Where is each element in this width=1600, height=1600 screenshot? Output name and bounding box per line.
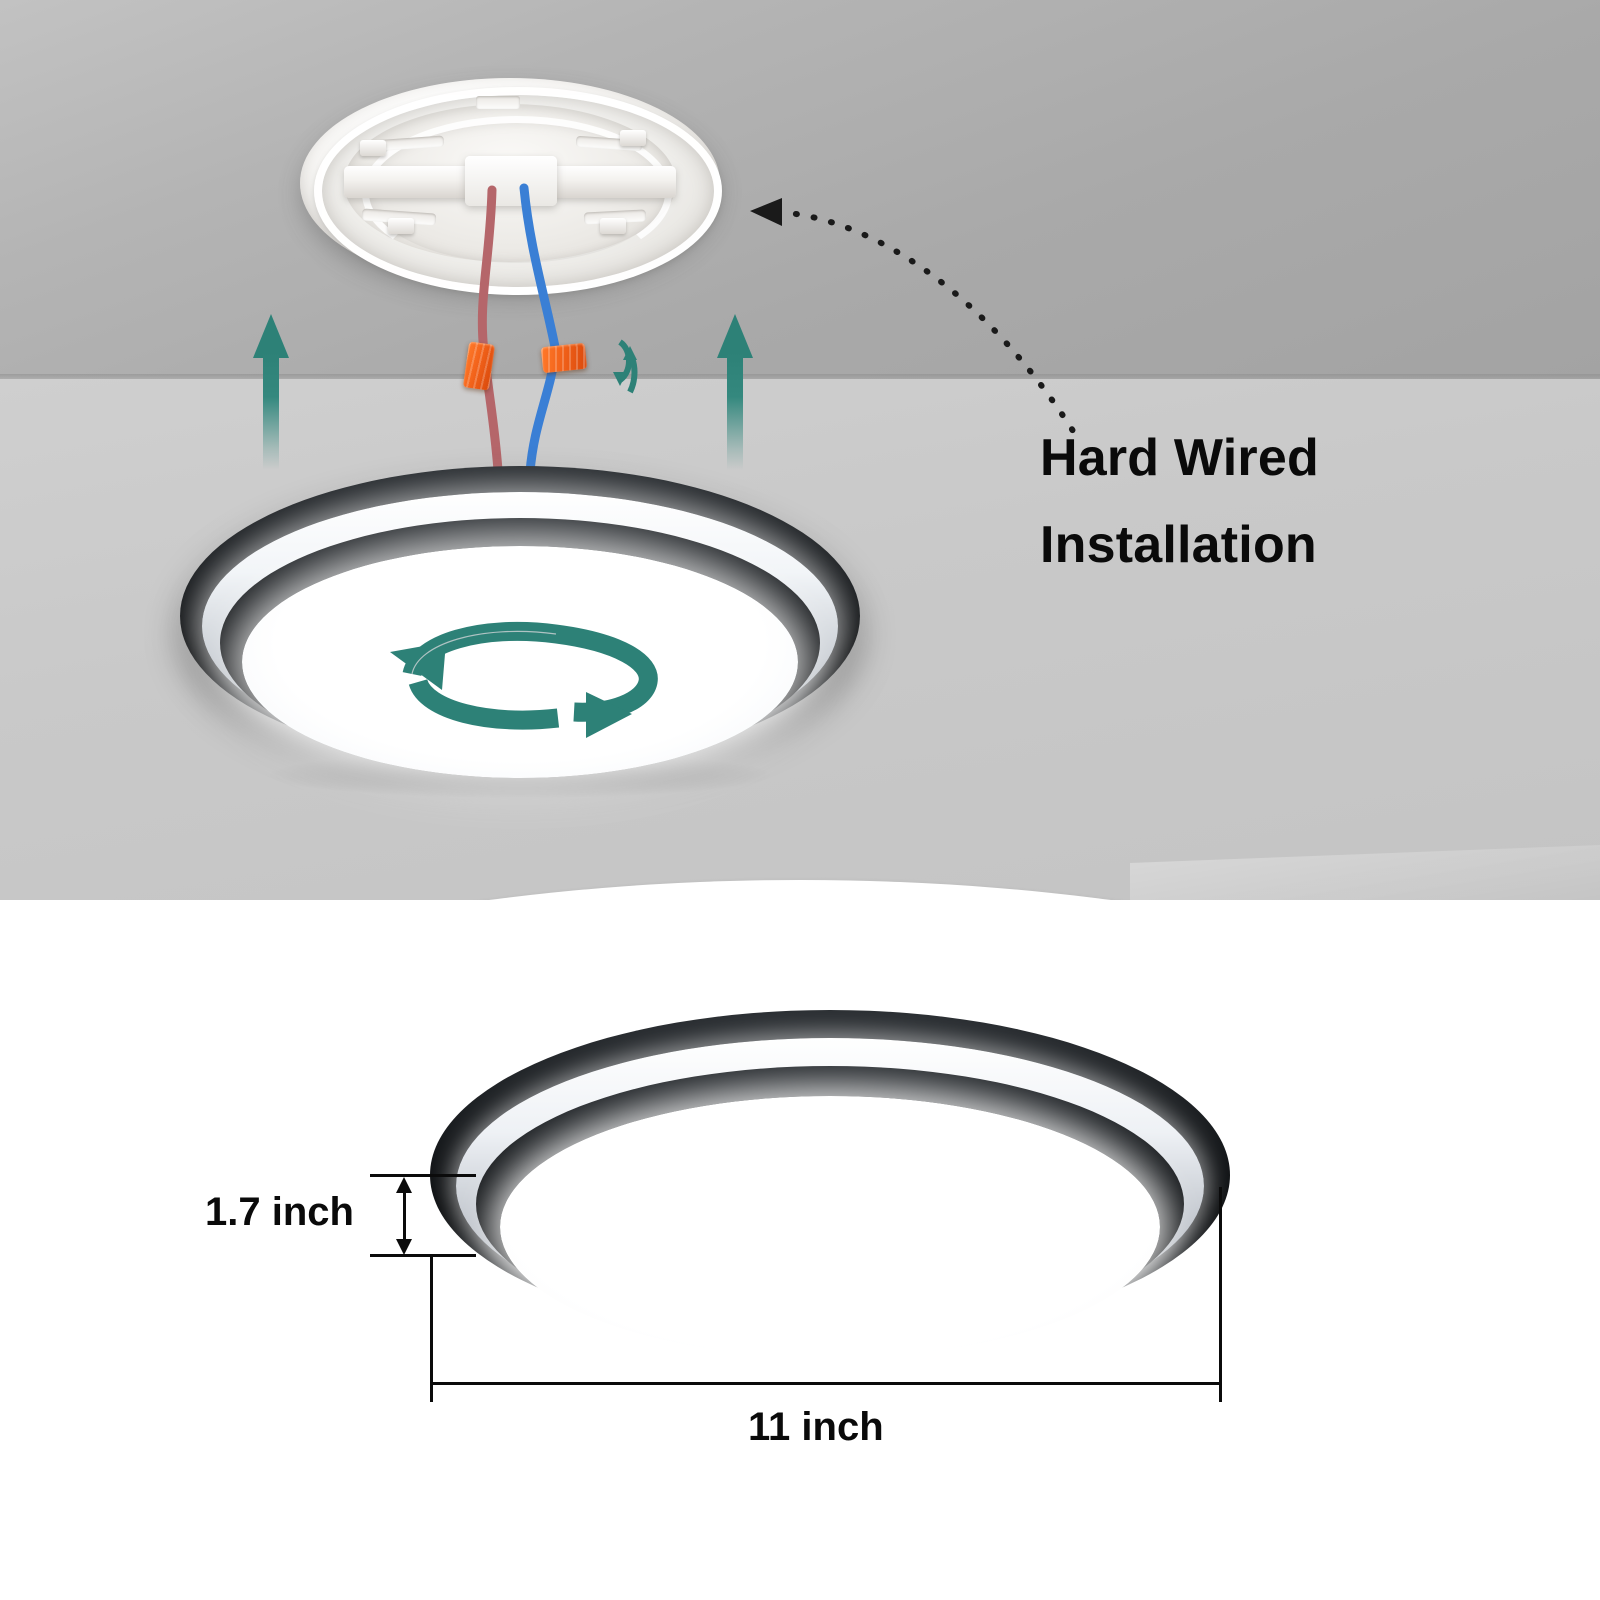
width-dimension-label: 11 inch: [748, 1405, 884, 1449]
height-extension-line-bottom: [370, 1254, 476, 1257]
pointer-arrowhead: [750, 198, 782, 226]
dimensions-panel: 1.7 inch 11 inch: [0, 900, 1600, 1600]
width-extension-line-right: [1219, 1187, 1222, 1402]
height-extension-line-top: [370, 1174, 476, 1177]
height-dimension-shaft: [403, 1184, 406, 1248]
bracket-tab: [360, 140, 386, 156]
ceiling-wall-edge: [0, 374, 1600, 380]
led-flush-mount-light-lower: [430, 1010, 1230, 1360]
lamp-diffuser-face: [242, 546, 798, 778]
twist-arrow: [613, 339, 638, 394]
width-extension-line-left: [430, 1254, 433, 1402]
bracket-tab: [600, 218, 626, 234]
bracket-slot: [476, 96, 520, 109]
bracket-tab: [388, 218, 414, 234]
callout-line-2: Installation: [1040, 516, 1317, 574]
led-flush-mount-light-upper: [180, 466, 860, 798]
upper-installation-scene: Hard Wired Installation: [0, 0, 1600, 900]
height-arrowhead-down: [396, 1239, 412, 1255]
mounting-bracket: [300, 78, 722, 296]
height-dimension-label: 1.7 inch: [205, 1190, 354, 1234]
rotate-arrowhead-left: [390, 642, 446, 690]
junction-box-cover: [465, 156, 557, 206]
bracket-tab: [620, 130, 646, 146]
rotate-arrow: [390, 621, 658, 738]
height-arrowhead-up: [396, 1177, 412, 1193]
width-dimension-shaft: [430, 1382, 1222, 1385]
rotate-arrowhead-right: [586, 692, 632, 738]
callout-line-1: Hard Wired: [1040, 429, 1319, 487]
dotted-pointer-arrow: [750, 198, 1083, 445]
lamp-diffuser-face: [500, 1096, 1160, 1358]
